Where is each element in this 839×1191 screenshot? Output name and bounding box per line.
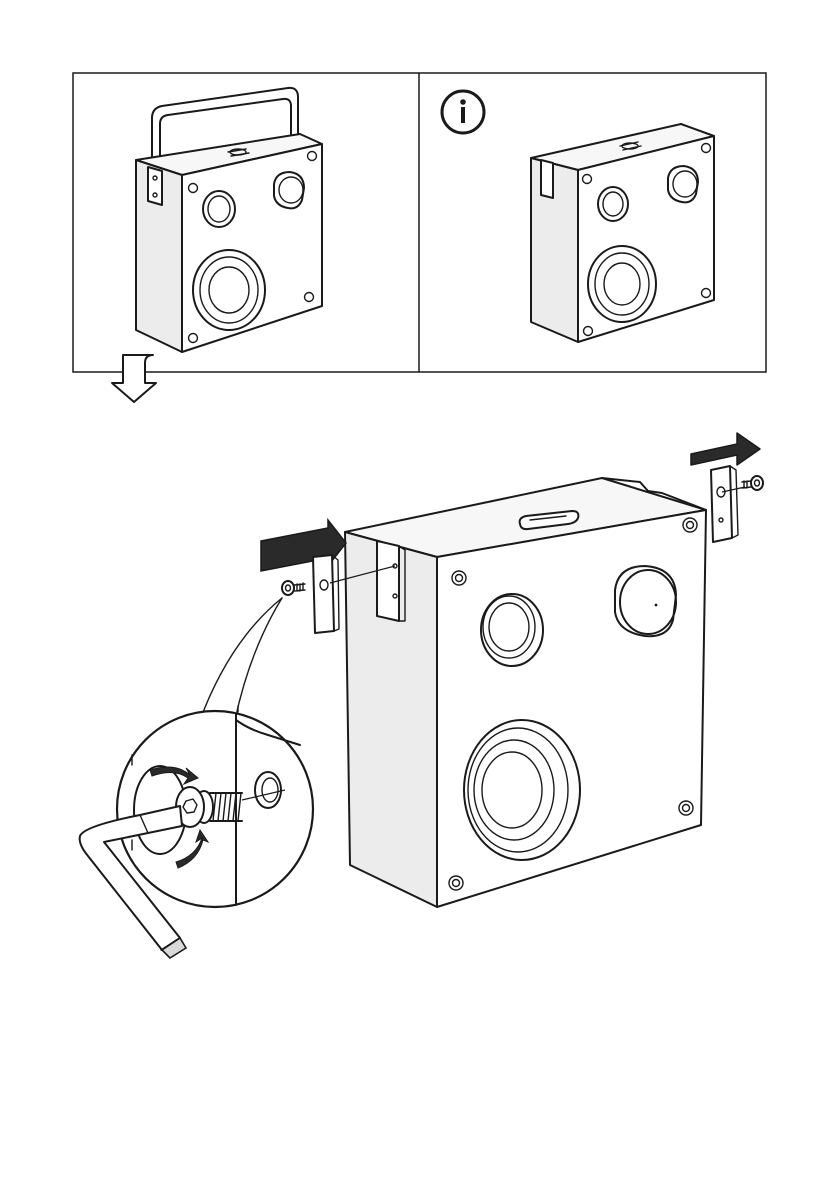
left-arrow-icon [261,520,346,571]
zoom-bracket-hole [255,772,281,808]
side-bracket [541,160,553,198]
speaker-without-handle [531,124,714,342]
side-bracket [377,541,399,621]
outline-down-arrow-icon [112,355,156,402]
detail-callout [80,598,313,958]
speaker-with-handle [136,88,322,352]
right-bracket [711,466,732,542]
speaker-front [437,510,706,907]
tweeter [481,594,543,666]
side-bracket [148,167,162,205]
info-icon [442,91,484,133]
bolt [282,581,305,595]
bolt [742,476,763,490]
left-bracket [313,555,334,633]
right-arrow-icon [691,433,760,465]
callout-line [200,598,282,720]
knob [615,566,676,636]
callout-line [235,598,282,720]
speaker-side [531,158,578,342]
main-speaker [345,478,706,907]
